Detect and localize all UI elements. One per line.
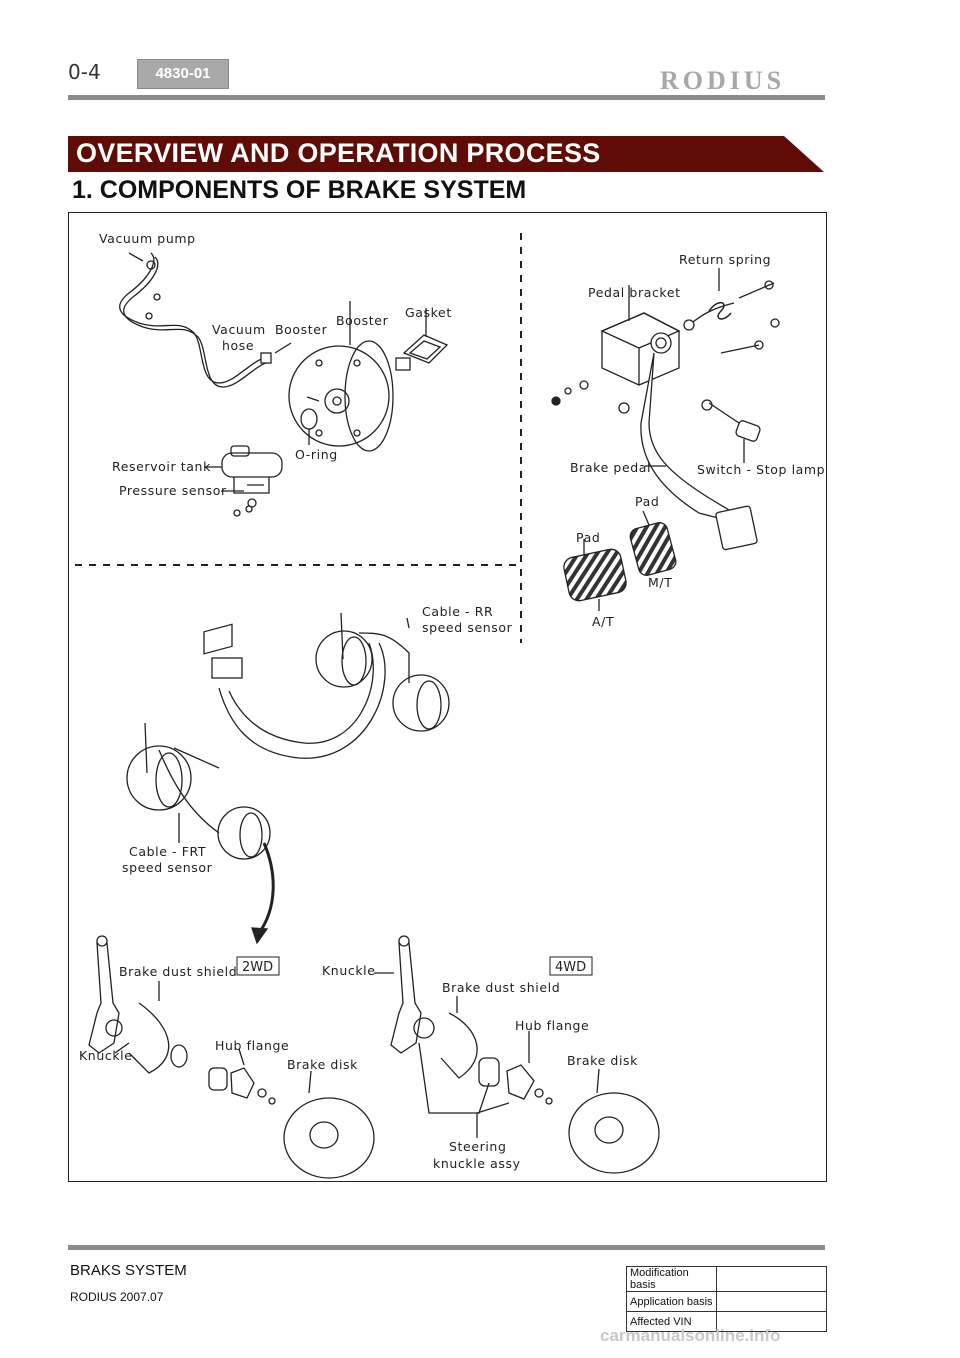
revision-row: Application basis bbox=[626, 1291, 827, 1312]
site-watermark: carmanualsonline.info bbox=[600, 1326, 781, 1345]
revision-info-table: Modification basis Application basis Aff… bbox=[626, 1266, 827, 1332]
footer-system-name: BRAKS SYSTEM bbox=[70, 1262, 187, 1279]
label-brake-dust-shield-2wd: Brake dust shield bbox=[119, 964, 237, 979]
label-stop-lamp-switch: Switch - Stop lamp bbox=[697, 462, 825, 477]
label-pad-at: Pad bbox=[576, 530, 600, 545]
label-pedal-bracket: Pedal bracket bbox=[588, 285, 681, 300]
label-vacuum-hose-line2: hose bbox=[222, 338, 254, 353]
badge-4wd: 4WD bbox=[555, 960, 586, 975]
label-return-spring: Return spring bbox=[679, 252, 771, 267]
label-reservoir-tank: Reservoir tank bbox=[112, 459, 211, 474]
label-pad-mt: Pad bbox=[635, 494, 659, 509]
label-booster-arrow: Booster bbox=[275, 322, 328, 337]
label-steering-knuckle-line2: knuckle assy bbox=[433, 1156, 521, 1171]
brake-components-illustration: Vacuum pump Vacuum hose Booster Booster … bbox=[75, 231, 825, 1179]
label-brake-pedal: Brake pedal bbox=[570, 460, 651, 475]
top-divider bbox=[68, 95, 825, 100]
label-hub-flange-2wd: Hub flange bbox=[215, 1038, 289, 1053]
revision-value bbox=[716, 1291, 827, 1312]
label-cable-frt-line1: Cable - FRT bbox=[129, 844, 206, 859]
bottom-divider bbox=[68, 1245, 825, 1250]
label-cable-rr-line2: speed sensor bbox=[422, 620, 513, 635]
label-at: A/T bbox=[592, 614, 614, 629]
label-cable-rr-line1: Cable - RR bbox=[422, 604, 493, 619]
revision-label: Affected VIN bbox=[626, 1311, 717, 1332]
revision-label: Application basis bbox=[626, 1291, 717, 1312]
label-mt: M/T bbox=[648, 575, 672, 590]
label-cable-frt-line2: speed sensor bbox=[122, 860, 213, 875]
label-hub-flange-4wd: Hub flange bbox=[515, 1018, 589, 1033]
label-booster: Booster bbox=[336, 313, 389, 328]
document-code-badge: 4830-01 bbox=[137, 59, 229, 89]
section-banner-title: OVERVIEW AND OPERATION PROCESS bbox=[76, 138, 601, 168]
label-brake-disk-4wd: Brake disk bbox=[567, 1053, 638, 1068]
label-o-ring: O-ring bbox=[295, 447, 338, 462]
label-knuckle-4wd: Knuckle bbox=[322, 963, 376, 978]
brand-logo: RODIUS bbox=[660, 66, 786, 95]
label-brake-dust-shield-4wd: Brake dust shield bbox=[442, 980, 560, 995]
label-steering-knuckle-line1: Steering bbox=[449, 1139, 507, 1154]
badge-2wd: 2WD bbox=[242, 960, 273, 975]
label-pressure-sensor: Pressure sensor bbox=[119, 483, 227, 498]
revision-value bbox=[716, 1266, 827, 1292]
revision-row: Modification basis bbox=[626, 1266, 827, 1292]
label-knuckle-2wd: Knuckle bbox=[79, 1048, 133, 1063]
revision-label: Modification basis bbox=[626, 1266, 717, 1292]
label-brake-disk-2wd: Brake disk bbox=[287, 1057, 358, 1072]
section-banner bbox=[68, 136, 824, 172]
components-diagram: Vacuum pump Vacuum hose Booster Booster … bbox=[68, 212, 827, 1182]
page-number: 0-4 bbox=[68, 60, 101, 84]
label-vacuum-pump: Vacuum pump bbox=[99, 231, 196, 246]
footer-model-date: RODIUS 2007.07 bbox=[70, 1290, 164, 1304]
label-gasket: Gasket bbox=[405, 305, 452, 320]
revision-row: Affected VIN bbox=[626, 1311, 827, 1332]
label-vacuum-hose-line1: Vacuum bbox=[212, 322, 266, 337]
revision-value bbox=[716, 1311, 827, 1332]
subsection-title: 1. COMPONENTS OF BRAKE SYSTEM bbox=[72, 176, 527, 204]
